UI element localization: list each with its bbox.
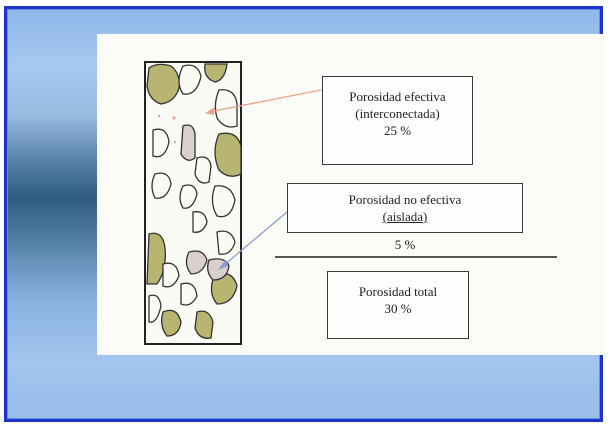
noneffective-porosity-subtitle: (aislada) bbox=[382, 209, 428, 224]
effective-porosity-subtitle: (interconectada) bbox=[355, 106, 440, 121]
white-grain bbox=[162, 262, 180, 288]
white-grain bbox=[192, 211, 208, 233]
effective-porosity-title: Porosidad efectiva bbox=[349, 89, 446, 104]
olive-grain bbox=[146, 63, 180, 105]
effective-arrow-line bbox=[208, 89, 322, 113]
rock-sample-diagram bbox=[144, 61, 557, 345]
slide-frame: Porosidad efectiva (interconectada) 25 %… bbox=[4, 6, 605, 422]
olive-grain bbox=[214, 132, 242, 177]
white-grain bbox=[148, 294, 162, 323]
speck bbox=[172, 116, 176, 120]
effective-porosity-value: 25 % bbox=[383, 123, 412, 138]
white-grain bbox=[216, 230, 236, 255]
speck bbox=[173, 140, 177, 144]
white-grain bbox=[211, 185, 236, 218]
noneffective-porosity-value: 5 % bbox=[394, 237, 416, 252]
white-grain bbox=[151, 172, 172, 199]
total-porosity-title: Porosidad total bbox=[358, 284, 438, 299]
pink-grain bbox=[185, 250, 208, 275]
olive-grain bbox=[146, 232, 166, 285]
white-grain bbox=[178, 64, 202, 95]
total-porosity-value: 30 % bbox=[384, 301, 412, 316]
olive-grain bbox=[161, 309, 182, 337]
white-grain bbox=[152, 128, 170, 158]
effective-arrow-head bbox=[205, 107, 215, 115]
olive-grain bbox=[194, 310, 214, 339]
speck bbox=[157, 114, 161, 118]
noneffective-arrow-line bbox=[222, 211, 288, 267]
porosity-figure: Porosidad efectiva (interconectada) 25 %… bbox=[97, 34, 605, 355]
noneffective-arrow-head bbox=[218, 260, 228, 270]
pink-grain bbox=[180, 124, 196, 161]
white-grain bbox=[180, 282, 198, 306]
effective-porosity-box: Porosidad efectiva (interconectada) 25 % bbox=[322, 76, 473, 165]
noneffective-porosity-title: Porosidad no efectiva bbox=[348, 192, 462, 207]
noneffective-porosity-box: Porosidad no efectiva (aislada) bbox=[287, 183, 523, 233]
olive-grain bbox=[204, 63, 228, 83]
white-grain bbox=[194, 156, 212, 184]
olive-grain bbox=[210, 272, 238, 305]
total-porosity-box: Porosidad total 30 % bbox=[327, 271, 469, 339]
white-grain bbox=[179, 184, 198, 209]
